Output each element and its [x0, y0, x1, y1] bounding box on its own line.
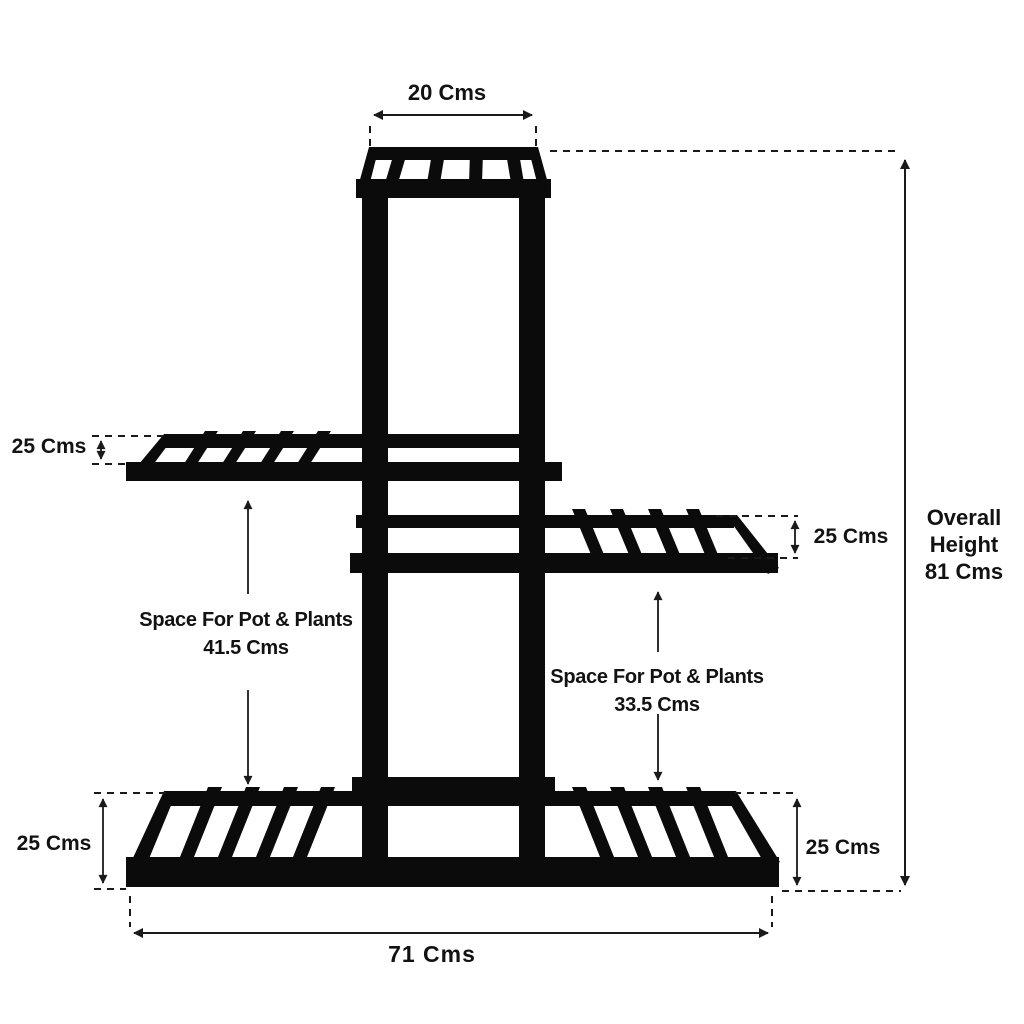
dim-bottom-right-depth [734, 792, 802, 886]
right-shelf-depth-label: 25 Cms [813, 525, 889, 548]
tower-legs [352, 190, 555, 878]
right-space-label: Space For Pot & Plants [550, 666, 764, 688]
left-shelf [126, 431, 562, 483]
top-shelf [356, 147, 551, 199]
dim-overall-height [550, 150, 910, 892]
base-width-label: 71 Cms [388, 941, 476, 967]
left-space-value: 41.5 Cms [203, 637, 289, 659]
top-width-label: 20 Cms [407, 80, 487, 105]
right-shelf [350, 509, 779, 575]
bottom-shelf [126, 787, 780, 887]
dim-bottom-left-depth [94, 792, 166, 890]
dim-right-shelf-depth [716, 515, 800, 559]
dim-top-width [369, 110, 537, 149]
right-space-value: 33.5 Cms [614, 694, 700, 716]
bottom-left-depth-label: 25 Cms [16, 832, 92, 855]
left-space-label: Space For Pot & Plants [139, 609, 353, 631]
dim-left-shelf-depth [92, 435, 164, 465]
overall-height-label: Overall Height 81 Cms [924, 505, 1004, 584]
left-shelf-depth-label: 25 Cms [11, 435, 87, 458]
bottom-right-depth-label: 25 Cms [805, 836, 881, 859]
dim-base-width [129, 896, 773, 938]
